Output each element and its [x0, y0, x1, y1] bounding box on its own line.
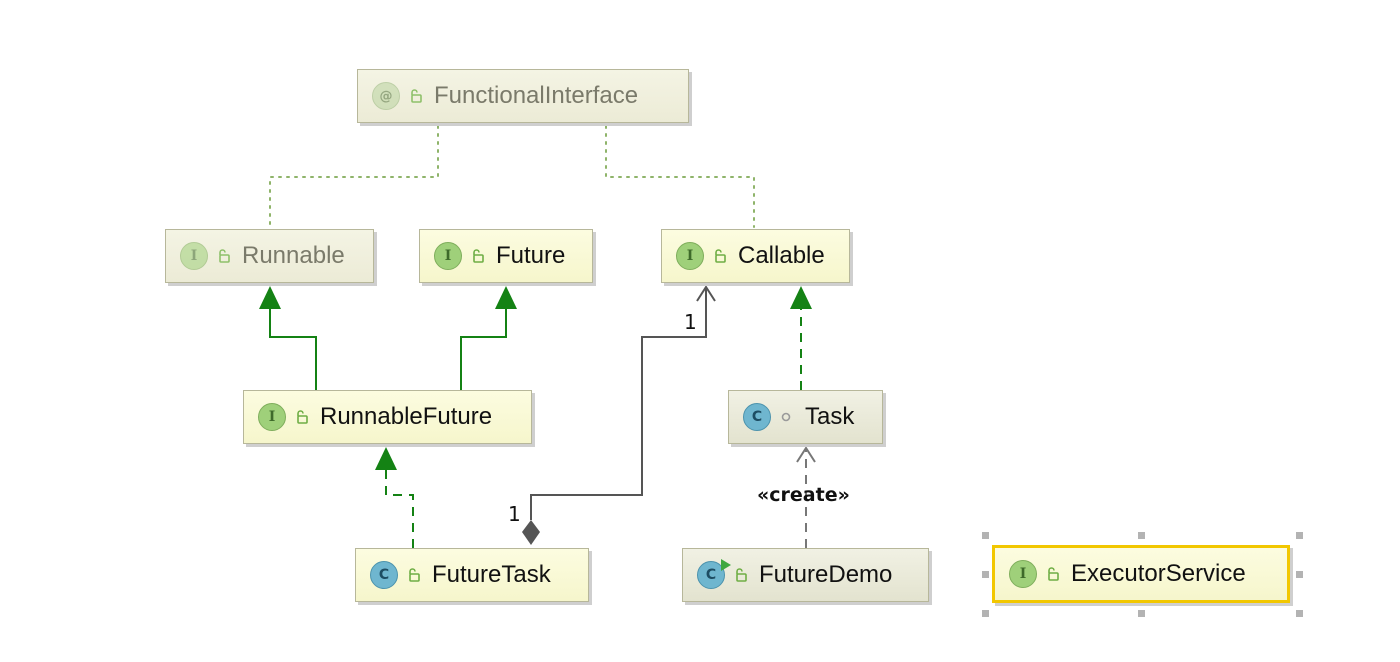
resize-handle-top[interactable] [1138, 532, 1145, 539]
node-label: FunctionalInterface [434, 82, 639, 109]
composition-diamond [522, 520, 540, 545]
node-future[interactable]: I Future [419, 229, 593, 283]
run-flag-icon [721, 559, 731, 571]
annotation-link-runnable [269, 125, 439, 228]
composition-open-arrow [696, 285, 716, 302]
extends-arrowhead-future [495, 286, 517, 309]
node-label: RunnableFuture [320, 403, 493, 430]
extends-edge-runnable [269, 308, 317, 390]
node-label: Callable [738, 242, 825, 269]
node-label: Task [805, 403, 855, 430]
node-callable[interactable]: I Callable [661, 229, 850, 283]
node-future-task[interactable]: C FutureTask [355, 548, 589, 602]
open-lock-icon [411, 89, 422, 103]
resize-handle-bottom[interactable] [1138, 610, 1145, 617]
open-lock-icon [1048, 567, 1059, 581]
implements-edge-runnablefuture [385, 470, 414, 548]
node-label: Runnable [242, 242, 345, 269]
resize-handle-bottom-right[interactable] [1296, 610, 1303, 617]
node-label: FutureDemo [759, 561, 893, 588]
create-stereotype-label: «create» [757, 484, 850, 506]
node-task[interactable]: C Task [728, 390, 883, 444]
extends-edge-future [460, 308, 507, 390]
open-lock-icon [473, 249, 484, 263]
dot-icon [781, 412, 791, 422]
node-runnable-future[interactable]: I RunnableFuture [243, 390, 532, 444]
multiplicity-callable-end: 1 [684, 310, 697, 334]
resize-handle-right[interactable] [1296, 571, 1303, 578]
interface-icon: I [434, 242, 462, 270]
resize-handle-bottom-left[interactable] [982, 610, 989, 617]
runnable-class-icon: C [697, 559, 731, 589]
interface-icon: I [180, 242, 208, 270]
open-lock-icon [736, 568, 747, 582]
extends-arrowhead-runnable [259, 286, 281, 309]
node-future-demo[interactable]: C FutureDemo [682, 548, 929, 602]
resize-handle-top-left[interactable] [982, 532, 989, 539]
node-label: Future [496, 242, 566, 269]
resize-handle-left[interactable] [982, 571, 989, 578]
node-executor-service[interactable]: I ExecutorService [992, 545, 1290, 603]
create-open-arrow [796, 446, 816, 463]
class-badge-letter: C [705, 567, 717, 583]
multiplicity-futuretask-end: 1 [508, 502, 521, 526]
node-label: FutureTask [432, 561, 551, 588]
composition-edge [530, 288, 707, 520]
open-lock-icon [409, 568, 420, 582]
interface-icon: I [258, 403, 286, 431]
node-runnable[interactable]: I Runnable [165, 229, 374, 283]
interface-icon: I [1009, 560, 1037, 588]
implements-arrowhead-callable [790, 286, 812, 309]
annotation-link-callable [605, 125, 755, 228]
open-lock-icon [715, 249, 726, 263]
implements-arrowhead-runnablefuture [375, 447, 397, 470]
interface-icon: I [676, 242, 704, 270]
resize-handle-top-right[interactable] [1296, 532, 1303, 539]
node-label: ExecutorService [1071, 560, 1246, 587]
open-lock-icon [219, 249, 230, 263]
node-functional-interface[interactable]: @ FunctionalInterface [357, 69, 689, 123]
open-lock-icon [297, 410, 308, 424]
annotation-icon: @ [372, 82, 400, 110]
class-icon: C [743, 403, 771, 431]
class-icon: C [370, 561, 398, 589]
